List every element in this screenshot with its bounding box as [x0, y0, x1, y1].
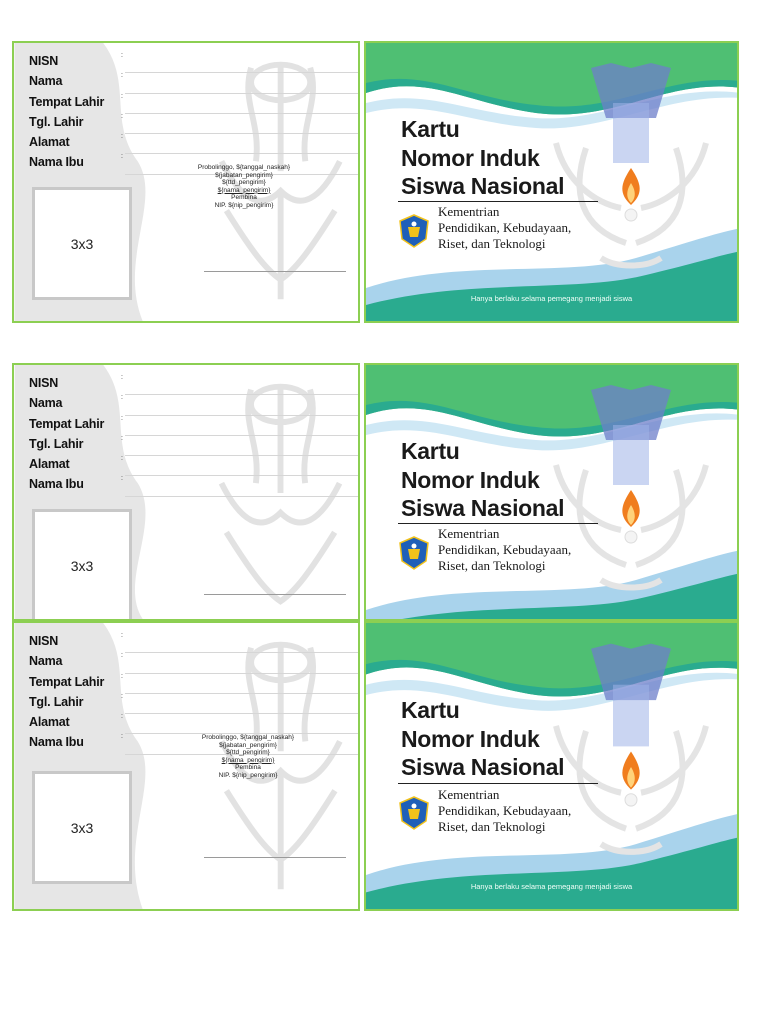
tut-wuri-emblem-icon — [553, 643, 709, 855]
field-alamat: Alamat: — [29, 455, 358, 477]
ministry-name: Kementrian Pendidikan, Kebudayaan, Riset… — [438, 787, 572, 834]
field-nama: Nama: — [29, 72, 358, 94]
tut-wuri-emblem-icon — [553, 385, 709, 591]
title-underline — [398, 201, 598, 202]
field-tgl-lahir: Tgl. Lahir: — [29, 693, 358, 715]
card-title: Kartu Nomor Induk Siswa Nasional — [401, 697, 565, 780]
ministry-logo-icon — [399, 536, 429, 570]
field-nisn: NISN: — [29, 52, 358, 74]
field-tempat-lahir: Tempat Lahir: — [29, 415, 358, 436]
field-alamat: Alamat: — [29, 133, 358, 155]
tut-wuri-emblem-icon — [553, 63, 709, 269]
card-back-2: NISN: Nama: Tempat Lahir: Tgl. Lahir: Al… — [12, 363, 360, 621]
card-front-3: Kartu Nomor Induk Siswa Nasional Kementr… — [364, 621, 739, 911]
tut-wuri-watermark-icon — [218, 383, 343, 605]
card-back-3: NISN: Nama: Tempat Lahir: Tgl. Lahir: Al… — [12, 621, 360, 911]
field-nisn: NISN: — [29, 632, 358, 654]
signature-line — [204, 594, 346, 595]
validity-note: Hanya berlaku selama pemegang menjadi si… — [470, 294, 633, 303]
card-front-2: Kartu Nomor Induk Siswa Nasional Kementr… — [364, 363, 739, 621]
card-back-1: NISN: Nama: Tempat Lahir: Tgl. Lahir: Al… — [12, 41, 360, 323]
ministry-logo-icon — [399, 214, 429, 248]
signature-line — [204, 271, 346, 272]
ministry-name: Kementrian Pendidikan, Kebudayaan, Riset… — [438, 204, 572, 251]
tut-wuri-watermark-icon — [218, 61, 343, 300]
field-list: NISN: Nama: Tempat Lahir: Tgl. Lahir: Al… — [29, 632, 358, 755]
field-tgl-lahir: Tgl. Lahir: — [29, 435, 358, 457]
photo-box: 3x3 — [32, 771, 132, 884]
field-nama: Nama: — [29, 394, 358, 416]
field-list: NISN: Nama: Tempat Lahir: Tgl. Lahir: Al… — [29, 374, 358, 497]
field-nama: Nama: — [29, 652, 358, 674]
front-wave-background — [366, 365, 737, 619]
field-tempat-lahir: Tempat Lahir: — [29, 673, 358, 694]
field-tempat-lahir: Tempat Lahir: — [29, 93, 358, 114]
field-nisn: NISN: — [29, 374, 358, 396]
photo-box: 3x3 — [32, 187, 132, 300]
title-underline — [398, 783, 598, 784]
card-title: Kartu Nomor Induk Siswa Nasional — [401, 438, 565, 521]
ministry-name: Kementrian Pendidikan, Kebudayaan, Riset… — [438, 526, 572, 573]
tut-wuri-watermark-icon — [218, 641, 343, 890]
title-underline — [398, 523, 598, 524]
validity-note: Hanya berlaku selama pemegang menjadi si… — [470, 882, 633, 891]
card-front-1: Kartu Nomor Induk Siswa Nasional Kementr… — [364, 41, 739, 323]
front-wave-background — [366, 43, 737, 321]
field-nama-ibu: Nama Ibu: — [29, 153, 358, 175]
card-title: Kartu Nomor Induk Siswa Nasional — [401, 116, 565, 199]
signature-block: Probolinggo, ${tanggal_naskah} ${jabatan… — [197, 164, 291, 209]
field-nama-ibu: Nama Ibu: — [29, 475, 358, 497]
front-wave-background — [366, 623, 737, 909]
photo-box: 3x3 — [32, 509, 132, 619]
signature-line — [204, 857, 346, 858]
field-nama-ibu: Nama Ibu: — [29, 733, 358, 755]
field-tgl-lahir: Tgl. Lahir: — [29, 113, 358, 135]
field-list: NISN: Nama: Tempat Lahir: Tgl. Lahir: Al… — [29, 52, 358, 175]
ministry-logo-icon — [399, 796, 429, 830]
signature-block: Probolinggo, ${tanggal_naskah} ${jabatan… — [201, 734, 295, 779]
field-alamat: Alamat: — [29, 713, 358, 735]
